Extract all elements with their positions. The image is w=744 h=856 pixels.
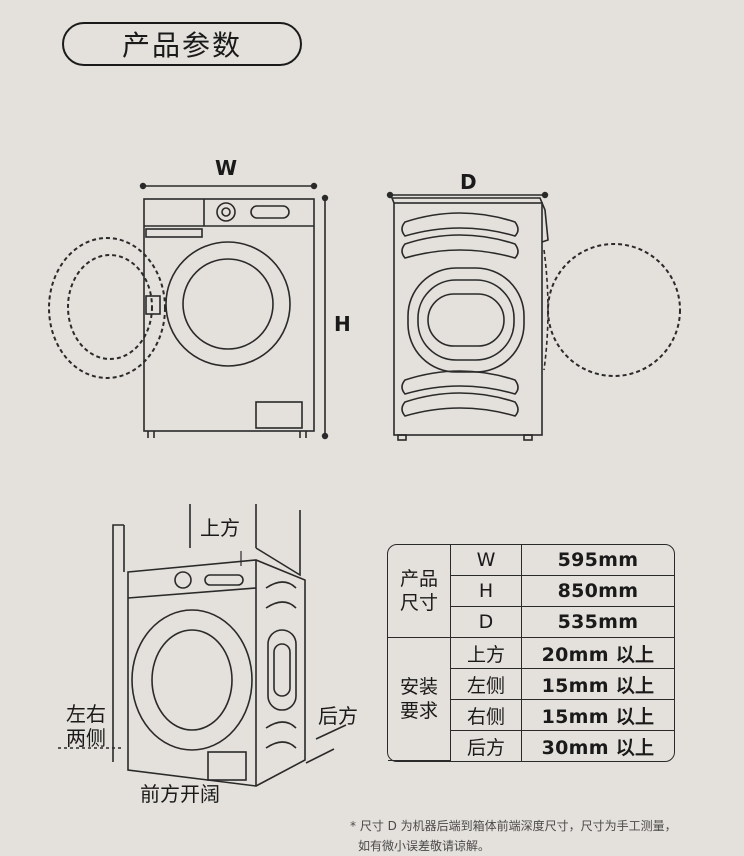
table-row: 左侧 15mm 以上 bbox=[388, 669, 674, 700]
front-view-washer bbox=[48, 182, 329, 440]
spec-value: 595mm bbox=[522, 545, 674, 576]
height-label: H bbox=[334, 312, 351, 336]
spec-key: H bbox=[451, 576, 522, 607]
spec-value: 30mm 以上 bbox=[541, 736, 655, 759]
spec-key: W bbox=[451, 545, 522, 576]
spec-value: 535mm bbox=[522, 607, 674, 638]
footnote: * 尺寸 D 为机器后端到箱体前端深度尺寸，尺寸为手工测量， 如有微小误差敬请谅… bbox=[350, 816, 677, 856]
spec-key: D bbox=[451, 607, 522, 638]
table-row: 后方 30mm 以上 bbox=[388, 731, 674, 761]
spec-value: 15mm 以上 bbox=[522, 700, 674, 731]
group-label-install: 安装 要求 bbox=[388, 638, 451, 761]
installation-diagram bbox=[58, 504, 347, 787]
spec-key: 右侧 bbox=[451, 700, 522, 731]
footnote-line-1: * 尺寸 D 为机器后端到箱体前端深度尺寸，尺寸为手工测量， bbox=[350, 819, 677, 833]
table-row: 产品 尺寸 W 595mm bbox=[388, 545, 674, 638]
table-row: 安装 要求 上方 20mm 以上 bbox=[388, 638, 674, 761]
install-top-label: 上方 bbox=[200, 516, 240, 540]
spec-key: 后方 bbox=[451, 731, 522, 761]
page-title: 产品参数 bbox=[62, 22, 302, 66]
spec-value: 20mm 以上 bbox=[522, 638, 674, 669]
spec-value: 15mm 以上 bbox=[522, 669, 674, 700]
spec-table: 产品 尺寸 W 595mm H 850mm D 535mm 安装 要求 上方 2… bbox=[387, 544, 675, 762]
spec-key: 左侧 bbox=[451, 669, 522, 700]
table-row: 右侧 15mm 以上 bbox=[388, 700, 674, 731]
install-sides-label-2: 两侧 bbox=[66, 726, 106, 750]
width-label: W bbox=[215, 156, 238, 180]
spec-value: 850mm bbox=[522, 576, 674, 607]
footnote-line-2: 如有微小误差敬请谅解。 bbox=[358, 839, 491, 853]
install-front-label: 前方开阔 bbox=[140, 782, 220, 806]
install-rear-label: 后方 bbox=[318, 704, 358, 728]
depth-label: D bbox=[460, 170, 477, 194]
side-view-washer bbox=[386, 191, 681, 441]
table-row: D 535mm bbox=[388, 607, 674, 638]
install-sides-label-1: 左右 bbox=[66, 702, 106, 726]
table-row: H 850mm bbox=[388, 576, 674, 607]
spec-key: 上方 bbox=[451, 638, 522, 669]
group-label-size: 产品 尺寸 bbox=[388, 545, 451, 638]
